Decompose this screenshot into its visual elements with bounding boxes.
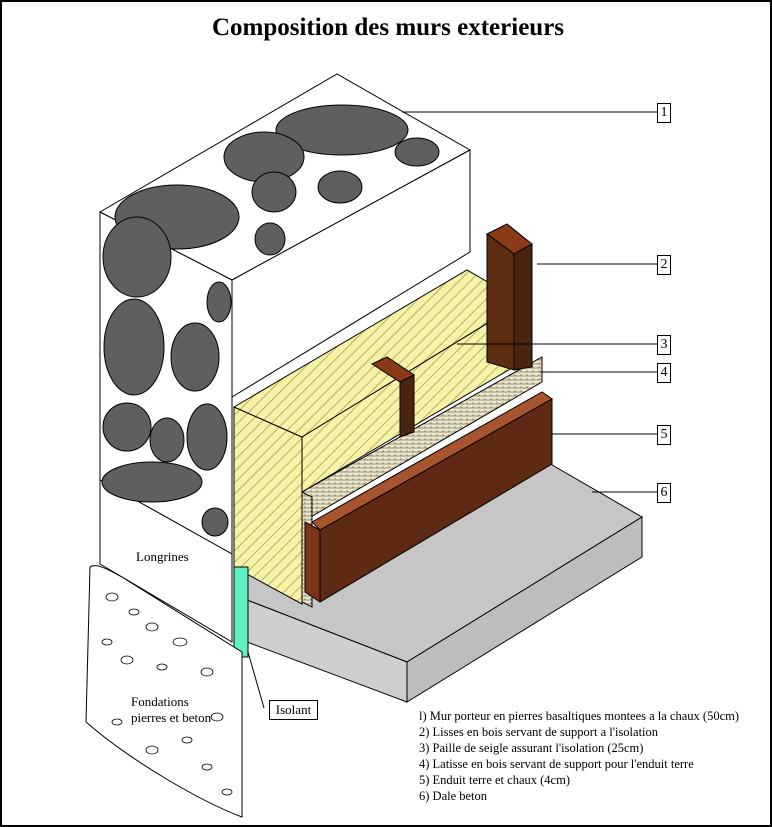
- fondations-label-2: pierres et beton: [131, 710, 212, 725]
- callout-6: 6: [657, 483, 671, 503]
- legend-item: 4) Latisse en bois servant de support po…: [419, 757, 694, 771]
- page-title: Composition des murs exterieurs: [211, 14, 565, 41]
- longrines-label: Longrines: [136, 549, 189, 564]
- face-stones: [101, 216, 232, 537]
- isolant-strip: [233, 566, 249, 658]
- rail-back-side: [486, 233, 515, 371]
- callout-5: 5: [657, 425, 671, 445]
- legend-item: l) Mur porteur en pierres basaltiques mo…: [419, 709, 740, 723]
- fondations-label-1: Fondations: [131, 694, 189, 709]
- legend: l) Mur porteur en pierres basaltiques mo…: [419, 708, 739, 804]
- callout-3: 3: [657, 335, 671, 355]
- render-side: [304, 521, 321, 603]
- foundation: [85, 565, 243, 818]
- foundation-pebbles: [101, 592, 233, 796]
- leader-lines: [247, 111, 657, 709]
- footing-left: [99, 479, 233, 643]
- callout-4: 4: [657, 363, 671, 383]
- legend-item: 3) Paille de seigle assurant l'isolation…: [419, 741, 644, 755]
- callout-2: 2: [657, 255, 671, 275]
- isolant-label: Isolant: [269, 700, 318, 720]
- legend-item: 6) Dale beton: [419, 789, 488, 803]
- legend-item: 2) Lisses en bois servant de support a l…: [419, 725, 659, 739]
- callout-1: 1: [657, 103, 671, 123]
- rail-front-side: [399, 374, 415, 438]
- rail-back-front: [513, 243, 533, 371]
- legend-item: 5) Enduit terre et chaux (4cm): [419, 773, 570, 787]
